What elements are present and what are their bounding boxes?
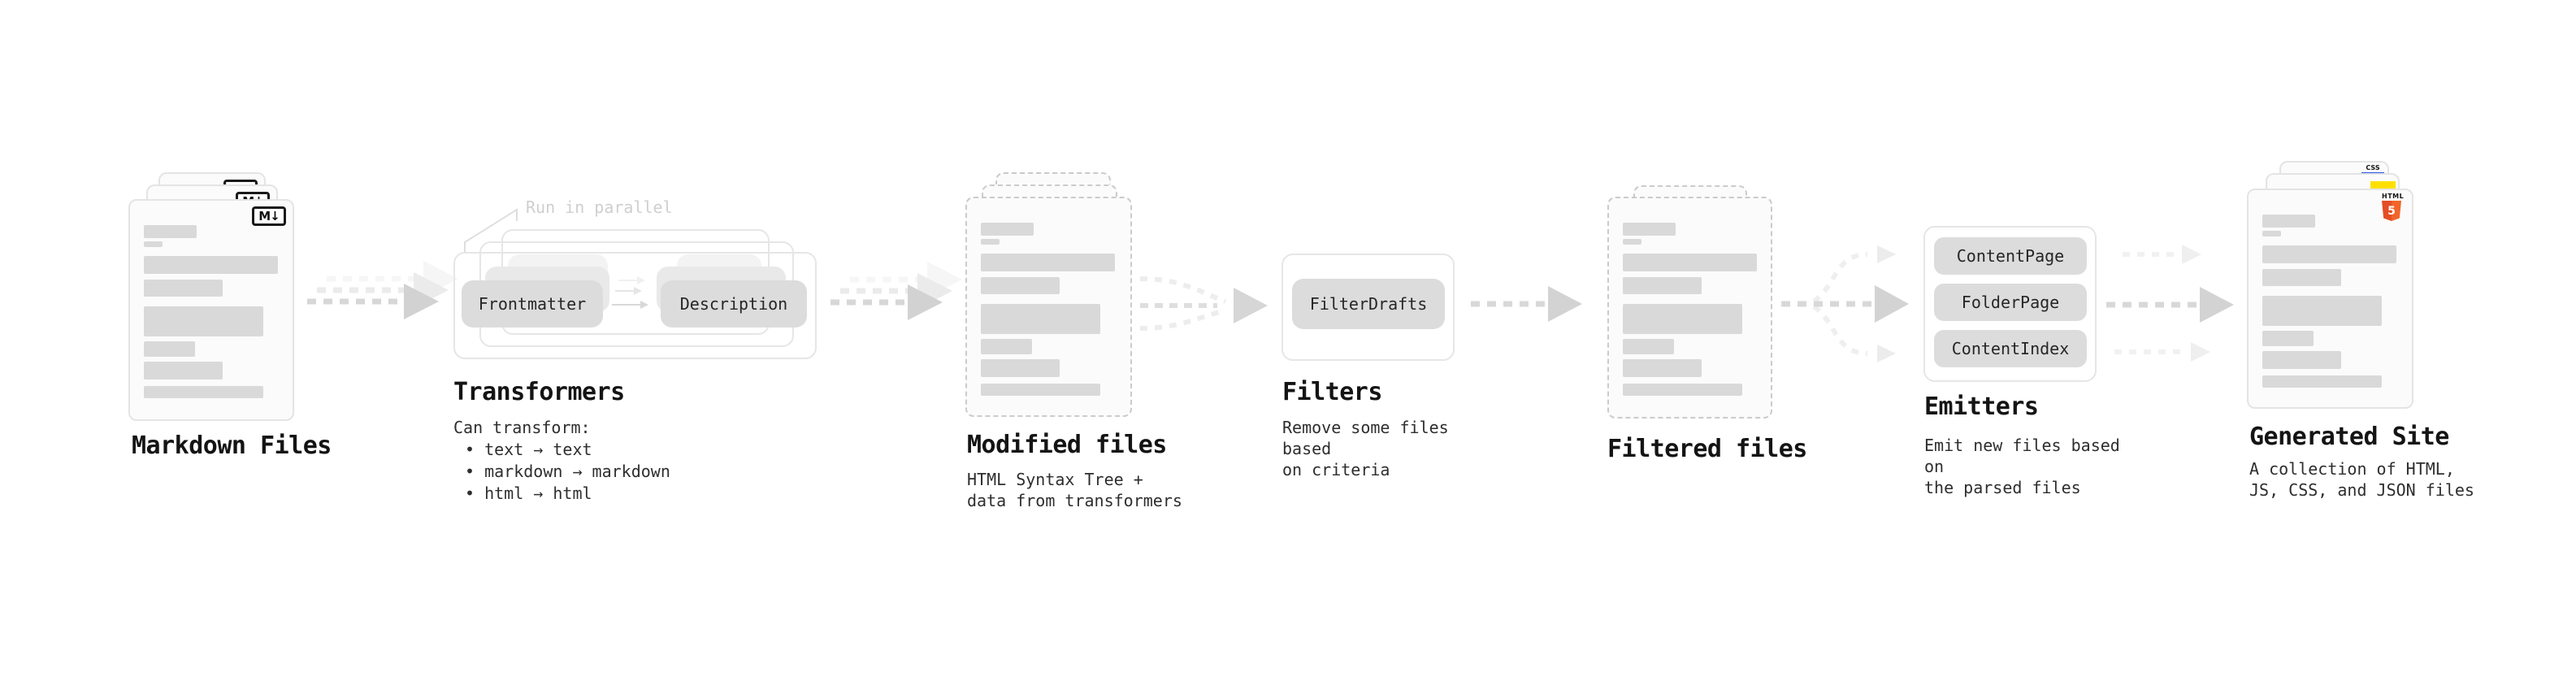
modified-file-card-front bbox=[965, 197, 1132, 417]
text-line-placeholder bbox=[144, 341, 195, 357]
transformer-box-front bbox=[453, 252, 817, 359]
stage-markdown-files: M↓ M↓ M↓ Markdown Files bbox=[128, 161, 356, 510]
stage-title: Modified files bbox=[967, 431, 1167, 459]
bullet-item: • text → text bbox=[465, 440, 592, 459]
transformer-description: Description bbox=[661, 280, 807, 327]
stage-transformers: Run in parallel Frontmatter Description … bbox=[453, 195, 835, 520]
text-line-placeholder bbox=[1623, 277, 1702, 294]
stage-filters: FilterDrafts Filters Remove some files b… bbox=[1281, 254, 1485, 481]
arrow-markdown-to-transformers bbox=[307, 261, 458, 319]
generated-file-card-html: HTML 5 bbox=[2247, 189, 2413, 409]
text-line-placeholder bbox=[2262, 231, 2281, 236]
text-line-placeholder bbox=[981, 254, 1115, 271]
emitter-contentindex: ContentIndex bbox=[1934, 330, 2087, 367]
filter-filterdrafts: FilterDrafts bbox=[1292, 279, 1445, 329]
markdown-icon: M↓ bbox=[252, 206, 286, 226]
text-line-placeholder bbox=[981, 277, 1060, 294]
emitter-contentpage: ContentPage bbox=[1934, 237, 2087, 275]
description-heading: Can transform: bbox=[453, 418, 591, 437]
text-line-placeholder bbox=[1623, 339, 1674, 354]
text-line-placeholder bbox=[981, 304, 1100, 334]
text-line-placeholder bbox=[144, 362, 223, 380]
text-line-placeholder bbox=[2262, 331, 2314, 346]
markdown-file-card-front: M↓ bbox=[128, 199, 294, 421]
stage-description: A collection of HTML, JS, CSS, and JSON … bbox=[2249, 459, 2474, 500]
stage-modified-files: Modified files HTML Syntax Tree + data f… bbox=[965, 161, 1201, 510]
text-line-placeholder bbox=[2262, 351, 2341, 369]
parallel-arrows bbox=[612, 276, 648, 309]
text-line-placeholder bbox=[2262, 215, 2315, 228]
stage-title: Emitters bbox=[1924, 393, 2039, 421]
text-line-placeholder bbox=[144, 241, 163, 247]
text-line-placeholder bbox=[2262, 296, 2382, 326]
text-line-placeholder bbox=[144, 306, 263, 336]
javascript-icon bbox=[2370, 181, 2396, 190]
arrow-filters-to-filtered bbox=[1471, 286, 1582, 322]
text-line-placeholder bbox=[1623, 304, 1742, 334]
stage-description: HTML Syntax Tree + data from transformer… bbox=[967, 470, 1182, 510]
text-line-placeholder bbox=[1623, 223, 1676, 236]
text-line-placeholder bbox=[144, 256, 278, 274]
html5-shield: 5 bbox=[2382, 201, 2401, 221]
arrow-emitters-to-generated bbox=[2106, 245, 2234, 362]
filtered-file-card-front bbox=[1607, 197, 1772, 419]
stage-title: Markdown Files bbox=[132, 432, 332, 460]
stage-title: Transformers bbox=[453, 378, 625, 406]
text-line-placeholder bbox=[2262, 375, 2382, 388]
stage-emitters: ContentPage FolderPage ContentIndex Emit… bbox=[1923, 226, 2135, 497]
bullet-item: • markdown → markdown bbox=[465, 462, 670, 481]
stage-title: Filters bbox=[1282, 378, 1382, 406]
text-line-placeholder bbox=[144, 280, 223, 297]
text-line-placeholder bbox=[1623, 384, 1742, 396]
stage-description: Can transform: • text → text • markdown … bbox=[453, 417, 670, 505]
text-line-placeholder bbox=[981, 339, 1032, 354]
arrow-filtered-to-emitters bbox=[1781, 245, 1909, 362]
text-line-placeholder bbox=[1623, 254, 1757, 271]
text-line-placeholder bbox=[1623, 239, 1641, 245]
stage-title: Generated Site bbox=[2249, 423, 2449, 451]
text-line-placeholder bbox=[981, 239, 1000, 245]
text-line-placeholder bbox=[981, 223, 1034, 236]
text-line-placeholder bbox=[981, 384, 1100, 396]
emitter-folderpage: FolderPage bbox=[1934, 284, 2087, 321]
html5-number: 5 bbox=[2387, 204, 2396, 218]
text-line-placeholder bbox=[1623, 359, 1702, 377]
stage-generated-site: CSS HTML 5 Generated Site A collection o… bbox=[2247, 161, 2491, 510]
stage-title: Filtered files bbox=[1607, 435, 1807, 463]
css-icon-label: CSS bbox=[2366, 164, 2380, 171]
stage-description: Emit new files based on the parsed files bbox=[1924, 436, 2120, 497]
transformer-frontmatter: Frontmatter bbox=[462, 280, 603, 327]
text-line-placeholder bbox=[144, 386, 263, 398]
stage-filtered-files: Filtered files bbox=[1607, 161, 1819, 486]
text-line-placeholder bbox=[2262, 269, 2341, 286]
html5-icon: HTML 5 bbox=[2382, 193, 2405, 221]
run-in-parallel-label: Run in parallel bbox=[526, 197, 673, 217]
text-line-placeholder bbox=[981, 359, 1060, 377]
run-in-parallel-leader-line bbox=[464, 208, 518, 254]
text-line-placeholder bbox=[144, 225, 197, 238]
text-line-placeholder bbox=[2262, 245, 2396, 263]
stage-description: Remove some files based on criteria bbox=[1282, 418, 1449, 479]
html5-icon-label: HTML bbox=[2382, 193, 2405, 200]
arrow-transformers-to-modified bbox=[830, 262, 962, 320]
bullet-item: • html → html bbox=[465, 484, 592, 503]
arrow-modified-to-filters bbox=[1139, 276, 1268, 331]
